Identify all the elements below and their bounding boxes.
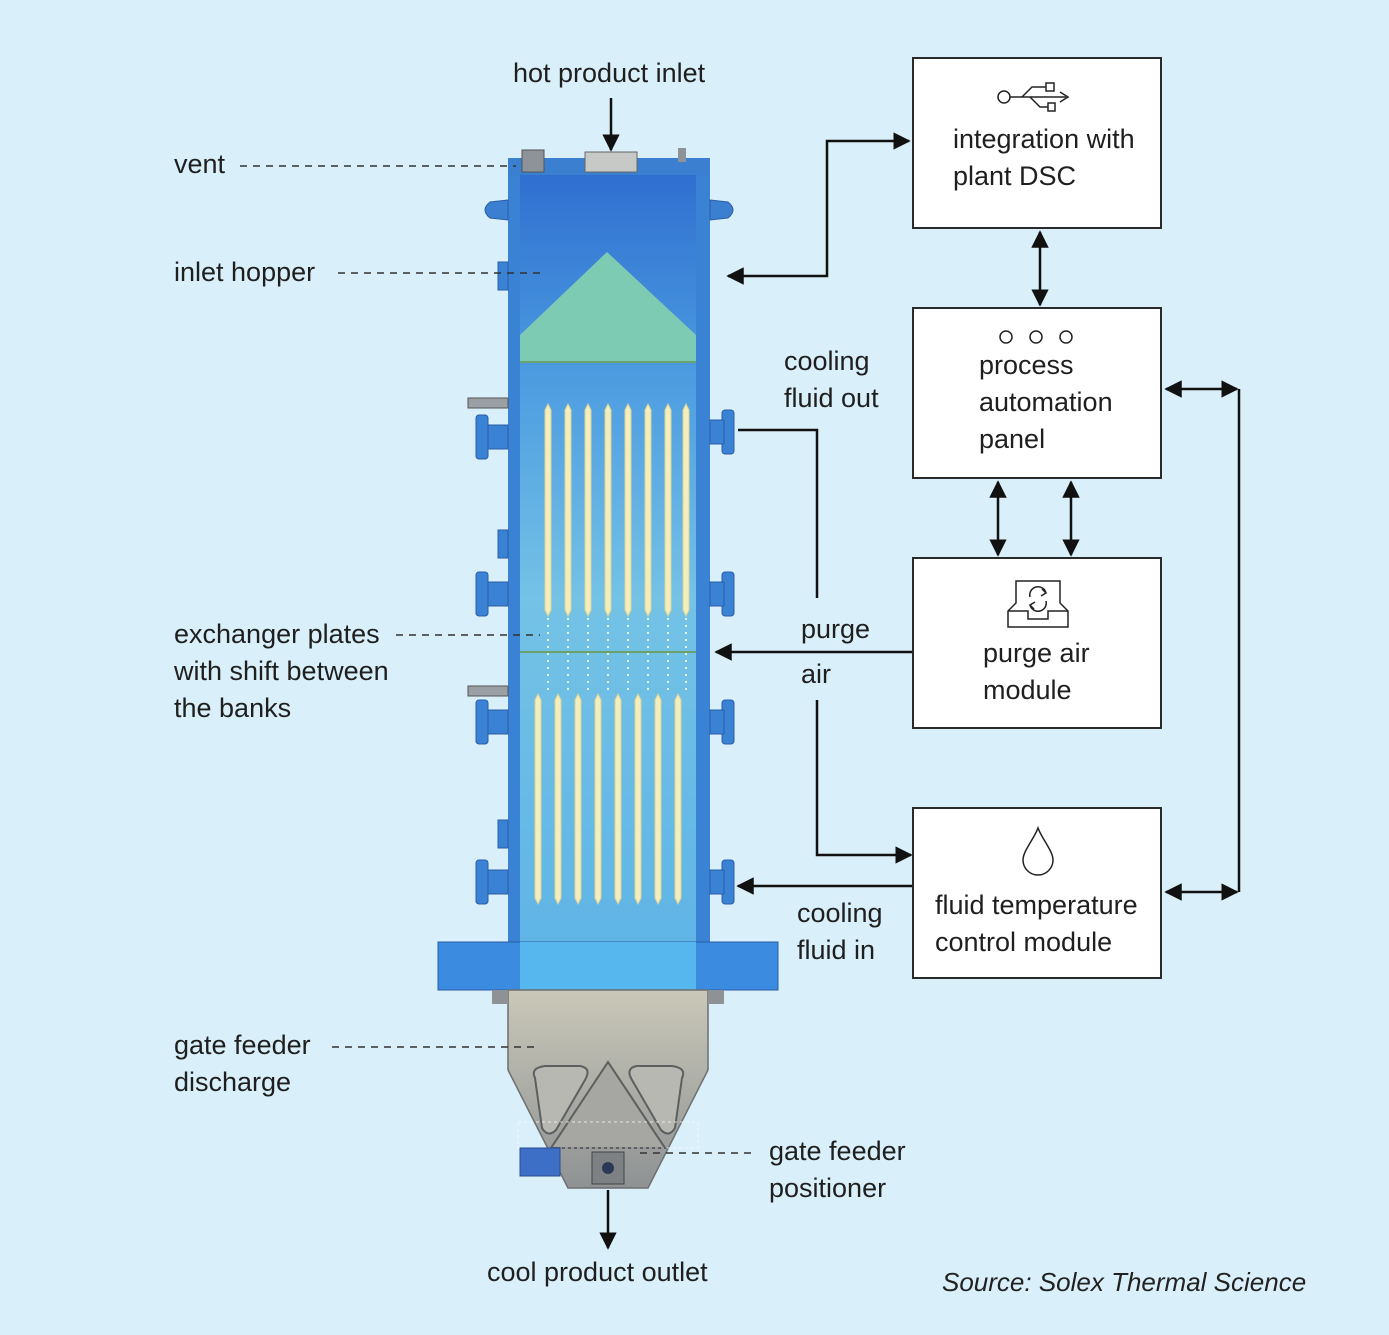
- indicator-lights-icon: [999, 330, 1073, 344]
- cooling-fluid-in-label: cooling fluid in: [797, 898, 883, 965]
- cool-product-outlet-label: cool product outlet: [487, 1257, 708, 1287]
- frame-rail-right: [696, 160, 710, 950]
- vent-nozzle: [521, 149, 545, 173]
- control-connections: [714, 132, 1241, 901]
- gate-feeder-positioner-label: gate feeder positioner: [769, 1136, 906, 1203]
- purge-air-module-box: purge air module: [912, 557, 1162, 729]
- purge-module-icon: [1007, 580, 1069, 628]
- source-credit: Source: Solex Thermal Science: [942, 1267, 1307, 1297]
- top-fitting: [678, 148, 686, 162]
- hot-product-inlet-label: hot product inlet: [513, 58, 706, 88]
- gate-feeder-discharge-label: gate feeder discharge: [174, 1030, 311, 1097]
- integration-dsc-box: integration with plant DSC: [912, 57, 1162, 229]
- leader-lines: [240, 165, 755, 1154]
- inlet-spout: [584, 151, 638, 173]
- cooling-fluid-out-label: cooling fluid out: [784, 346, 879, 413]
- usb-icon: [997, 82, 1070, 112]
- upper-plate-bank: [544, 402, 690, 618]
- droplet-icon: [1022, 825, 1054, 876]
- vent-label: vent: [174, 149, 226, 179]
- purge-air-label: purge air: [801, 614, 871, 689]
- exchanger-plates-label: exchanger plates with shift between the …: [174, 619, 389, 723]
- frame-rail-left: [508, 160, 522, 950]
- gate-feeder-actuator: [519, 1147, 561, 1177]
- inlet-hopper-label: inlet hopper: [174, 257, 316, 287]
- lower-plate-bank: [534, 692, 682, 906]
- exchanger-body: [437, 148, 779, 1189]
- inlet-hopper-shape: [520, 252, 696, 362]
- process-automation-panel-box: process automation panel: [912, 307, 1162, 479]
- fluid-temperature-control-box: fluid temperature control module: [912, 807, 1162, 979]
